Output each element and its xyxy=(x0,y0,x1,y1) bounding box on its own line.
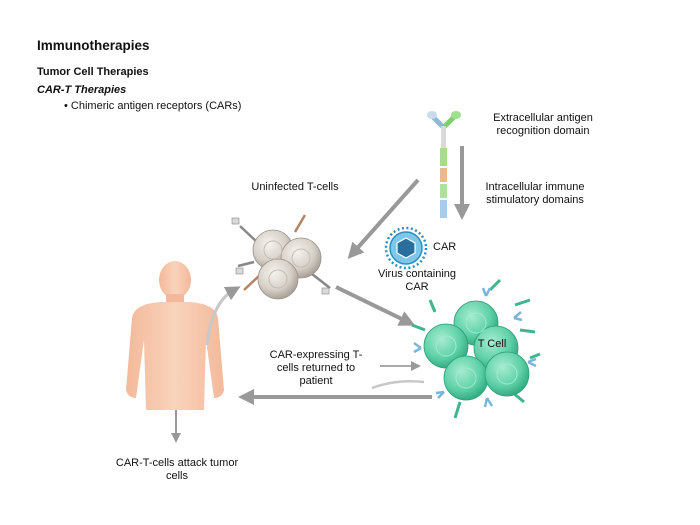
subsection-heading: CAR-T Therapies xyxy=(37,84,127,96)
arrow-patient-to-uninfected xyxy=(205,286,241,346)
label-extracellular-domain: Extracellular antigen recognition domain xyxy=(493,112,593,137)
arrow-return-curve xyxy=(371,380,425,390)
section-heading: Tumor Cell Therapies xyxy=(37,66,149,78)
human-silhouette-icon xyxy=(126,261,224,410)
process-arrows xyxy=(171,146,470,443)
slide-title: Immunotherapies xyxy=(37,38,150,53)
arrow-uninfected-to-tcell xyxy=(335,285,416,326)
virus-icon xyxy=(384,226,428,270)
label-returned-to-patient: CAR-expressing T-cells returned to patie… xyxy=(269,349,363,387)
car-tcell-cluster-icon xyxy=(411,278,541,419)
label-intracellular-domains: Intracellular immune stimulatory domains xyxy=(485,181,585,206)
bullet-item: • Chimeric antigen receptors (CARs) xyxy=(64,100,242,112)
label-car: CAR xyxy=(433,241,457,253)
car-receptor-icon xyxy=(427,111,461,218)
label-tcell: T Cell xyxy=(477,338,507,350)
label-virus: Virus containing CAR xyxy=(377,268,457,293)
arrow-car-to-uninfected xyxy=(347,178,420,259)
label-uninfected-tcells: Uninfected T-cells xyxy=(251,181,339,193)
label-attack-tumor: CAR-T-cells attack tumor cells xyxy=(115,457,239,482)
uninfected-tcells-icon xyxy=(231,214,331,300)
